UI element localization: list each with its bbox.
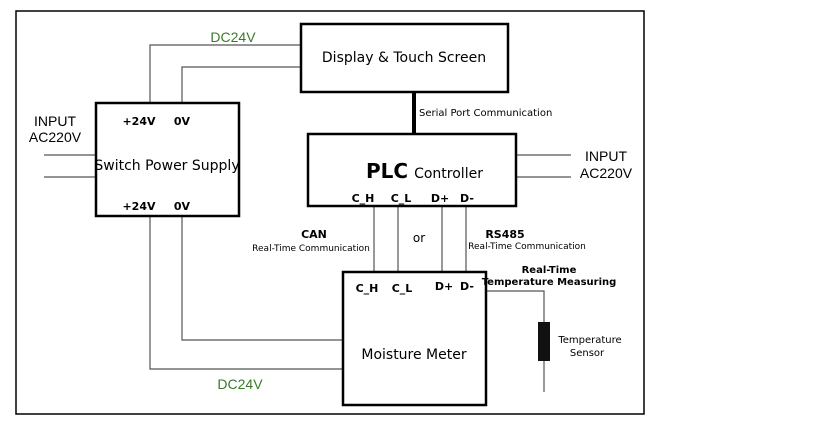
display-label: Display & Touch Screen (322, 50, 486, 66)
rs485-sub-label: Real-Time Communication (468, 242, 586, 252)
plc-pin-c-l: C_L (391, 192, 412, 205)
moisture-meter-box (341, 270, 488, 407)
input-right-label: INPUT (585, 148, 627, 164)
plc-label-rest: Controller (414, 166, 483, 182)
meter-pin-c-l: C_L (392, 282, 413, 295)
power-supply-label: Switch Power Supply (94, 158, 239, 174)
meter-pin-c-h: C_H (356, 282, 379, 295)
plc-pin-c-h: C_H (352, 192, 375, 205)
power-top-0v-pin: 0V (174, 115, 191, 128)
temperature-sensor-symbol (538, 322, 550, 361)
wire-temperature-sensor (486, 290, 545, 322)
or-label: or (413, 231, 425, 245)
wire-dc24v-top-zero (181, 66, 301, 103)
temp-measuring-label-line2: Temperature Measuring (482, 277, 617, 288)
input-left-voltage: AC220V (29, 129, 82, 145)
input-left-label: INPUT (34, 113, 76, 129)
sensor-label-line1: Temperature (557, 335, 621, 346)
wire-dc24v-bottom-positive (149, 216, 343, 370)
plc-controller-box (306, 132, 518, 208)
meter-pin-d-plus: D+ (435, 280, 453, 293)
display-touch-screen-box (299, 22, 510, 94)
serial-port-label: Serial Port Communication (419, 108, 552, 119)
sensor-label-line2: Sensor (570, 348, 605, 359)
meter-pin-d-minus: D- (460, 280, 474, 293)
plc-label: PLC Controller (366, 159, 483, 183)
dc24v-top-label: DC24V (210, 29, 256, 45)
wire-dc24v-bottom-zero (181, 216, 343, 341)
plc-pin-d-minus: D- (460, 192, 474, 205)
wire-dc24v-top-positive (149, 44, 301, 103)
plc-pin-d-plus: D+ (431, 192, 449, 205)
power-top-24v-pin: +24V (122, 115, 156, 128)
power-bottom-24v-pin: +24V (122, 200, 156, 213)
rs485-label: RS485 (485, 228, 524, 241)
switch-power-supply-box (94, 101, 241, 218)
power-bottom-0v-pin: 0V (174, 200, 191, 213)
temp-measuring-label-line1: Real-Time (522, 265, 577, 276)
can-label: CAN (301, 228, 327, 241)
dc24v-bottom-label: DC24V (217, 376, 263, 392)
can-sub-label: Real-Time Communication (252, 244, 370, 254)
input-right-voltage: AC220V (580, 165, 633, 181)
plc-label-bold: PLC (366, 159, 408, 183)
moisture-meter-label: Moisture Meter (361, 347, 466, 363)
